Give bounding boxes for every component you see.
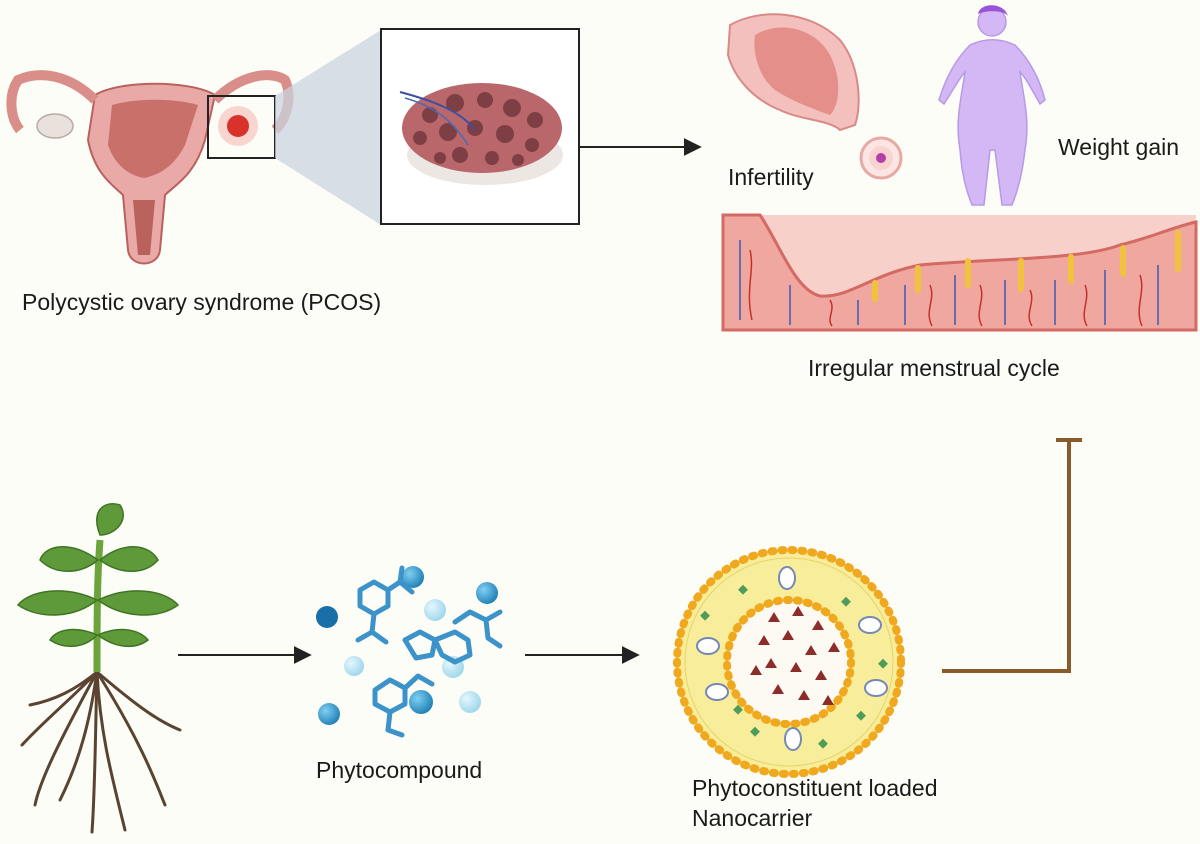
ovum-icon — [859, 136, 903, 180]
weight-gain-label: Weight gain — [1058, 134, 1180, 160]
endometrium-icon — [721, 213, 1198, 332]
pcos-label: Polycystic ovary syndrome (PCOS) — [22, 289, 382, 315]
zoom-wedge — [275, 30, 381, 225]
molecules-icon — [316, 565, 503, 738]
woman-body-icon — [938, 5, 1046, 206]
plant-icon — [16, 503, 182, 834]
phytocompound-label: Phytocompound — [316, 757, 483, 783]
irregular-cycle-label: Irregular menstrual cycle — [808, 355, 1060, 381]
liposome-icon — [673, 546, 905, 778]
nanocarrier-label-line1: Phytoconstituent loaded — [692, 775, 938, 801]
polycystic-ovary-icon — [380, 28, 580, 225]
inhibition-connector — [942, 438, 1082, 673]
uterus-infertility-icon — [726, 13, 860, 132]
infertility-label: Infertility — [728, 164, 814, 190]
nanocarrier-label-line2: Nanocarrier — [692, 805, 813, 831]
uterus-icon — [6, 70, 294, 265]
